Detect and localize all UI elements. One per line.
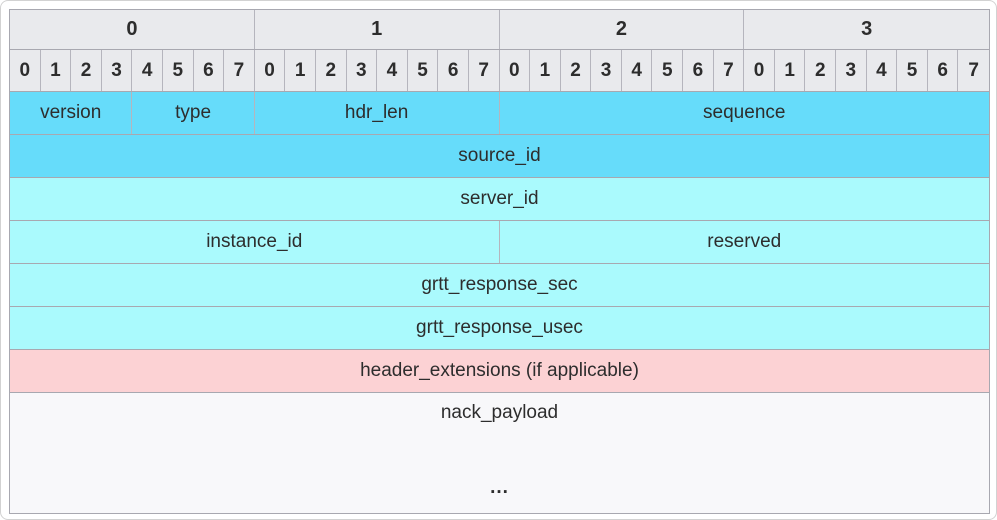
bit-cell: 4	[867, 50, 898, 91]
bit-cell: 4	[132, 50, 163, 91]
bit-cell: 1	[530, 50, 561, 91]
field-grtt-response-sec: grtt_response_sec	[421, 274, 578, 295]
bit-cell: 2	[71, 50, 102, 91]
bit-cell: 1	[41, 50, 72, 91]
bit-header-row: 0 1 2 3 4 5 6 7 0 1 2 3 4 5 6 7 0 1 2 3 …	[10, 50, 989, 92]
field-header-extensions: header_extensions (if applicable)	[360, 360, 639, 381]
field-row-6: grtt_response_usec	[10, 307, 989, 350]
bit-cell: 6	[683, 50, 714, 91]
byte-header-row: 0 1 2 3	[10, 10, 989, 50]
field-version: version	[10, 92, 133, 134]
field-row-5: grtt_response_sec	[10, 264, 989, 307]
field-row-7: header_extensions (if applicable)	[10, 350, 989, 393]
bit-cell: 0	[500, 50, 531, 91]
byte-header-2: 2	[500, 10, 745, 49]
field-type: type	[132, 92, 255, 134]
field-source-id: source_id	[458, 145, 541, 166]
field-instance-id: instance_id	[10, 221, 500, 263]
bit-cell: 7	[224, 50, 255, 91]
bit-cell: 7	[968, 59, 979, 81]
packet-grid: 0 1 2 3 0 1 2 3 4 5 6 7 0 1 2 3 4 5 6 7 …	[9, 9, 990, 514]
field-nack-payload: nack_payload	[440, 402, 559, 423]
bit-cell: 0	[744, 50, 775, 91]
field-reserved: reserved	[707, 231, 782, 252]
field-row-2: source_id	[10, 135, 989, 178]
field-grtt-response-usec: grtt_response_usec	[416, 317, 583, 338]
bit-cell: 0	[10, 50, 41, 91]
bit-cell: 3	[102, 50, 133, 91]
bit-cell: 2	[316, 50, 347, 91]
bit-cell: 1	[285, 50, 316, 91]
bit-cell: 3	[836, 50, 867, 91]
bit-cell: 1	[775, 50, 806, 91]
bit-cell: 0	[255, 50, 286, 91]
bit-cell: 4	[622, 50, 653, 91]
field-row-3: server_id	[10, 178, 989, 221]
bit-cell: 7	[714, 50, 745, 91]
bit-cell: 5	[408, 50, 439, 91]
bit-cell: 6	[928, 50, 959, 91]
bit-cell: 5	[652, 50, 684, 91]
field-row-4: instance_id reserved	[10, 221, 989, 264]
field-row-1: version type hdr_len sequence	[10, 92, 989, 135]
payload-ellipsis: ...	[490, 477, 509, 498]
bit-cell: 5	[897, 50, 928, 91]
bit-cell: 7	[469, 50, 500, 91]
bit-cell: 2	[805, 50, 837, 91]
field-hdr-len: hdr_len	[255, 92, 500, 134]
field-row-payload: nack_payload ...	[10, 393, 989, 513]
byte-header-3: 3	[861, 18, 873, 40]
field-sequence: sequence	[703, 102, 786, 123]
bit-cell: 6	[438, 50, 469, 91]
byte-header-1: 1	[255, 10, 500, 49]
field-server-id: server_id	[460, 188, 539, 209]
bit-cell: 4	[377, 50, 408, 91]
bit-cell: 3	[347, 50, 378, 91]
bit-cell: 5	[163, 50, 194, 91]
bit-cell: 3	[591, 50, 622, 91]
byte-header-0: 0	[10, 10, 255, 49]
bit-cell: 6	[194, 50, 225, 91]
bit-cell: 2	[561, 50, 592, 91]
